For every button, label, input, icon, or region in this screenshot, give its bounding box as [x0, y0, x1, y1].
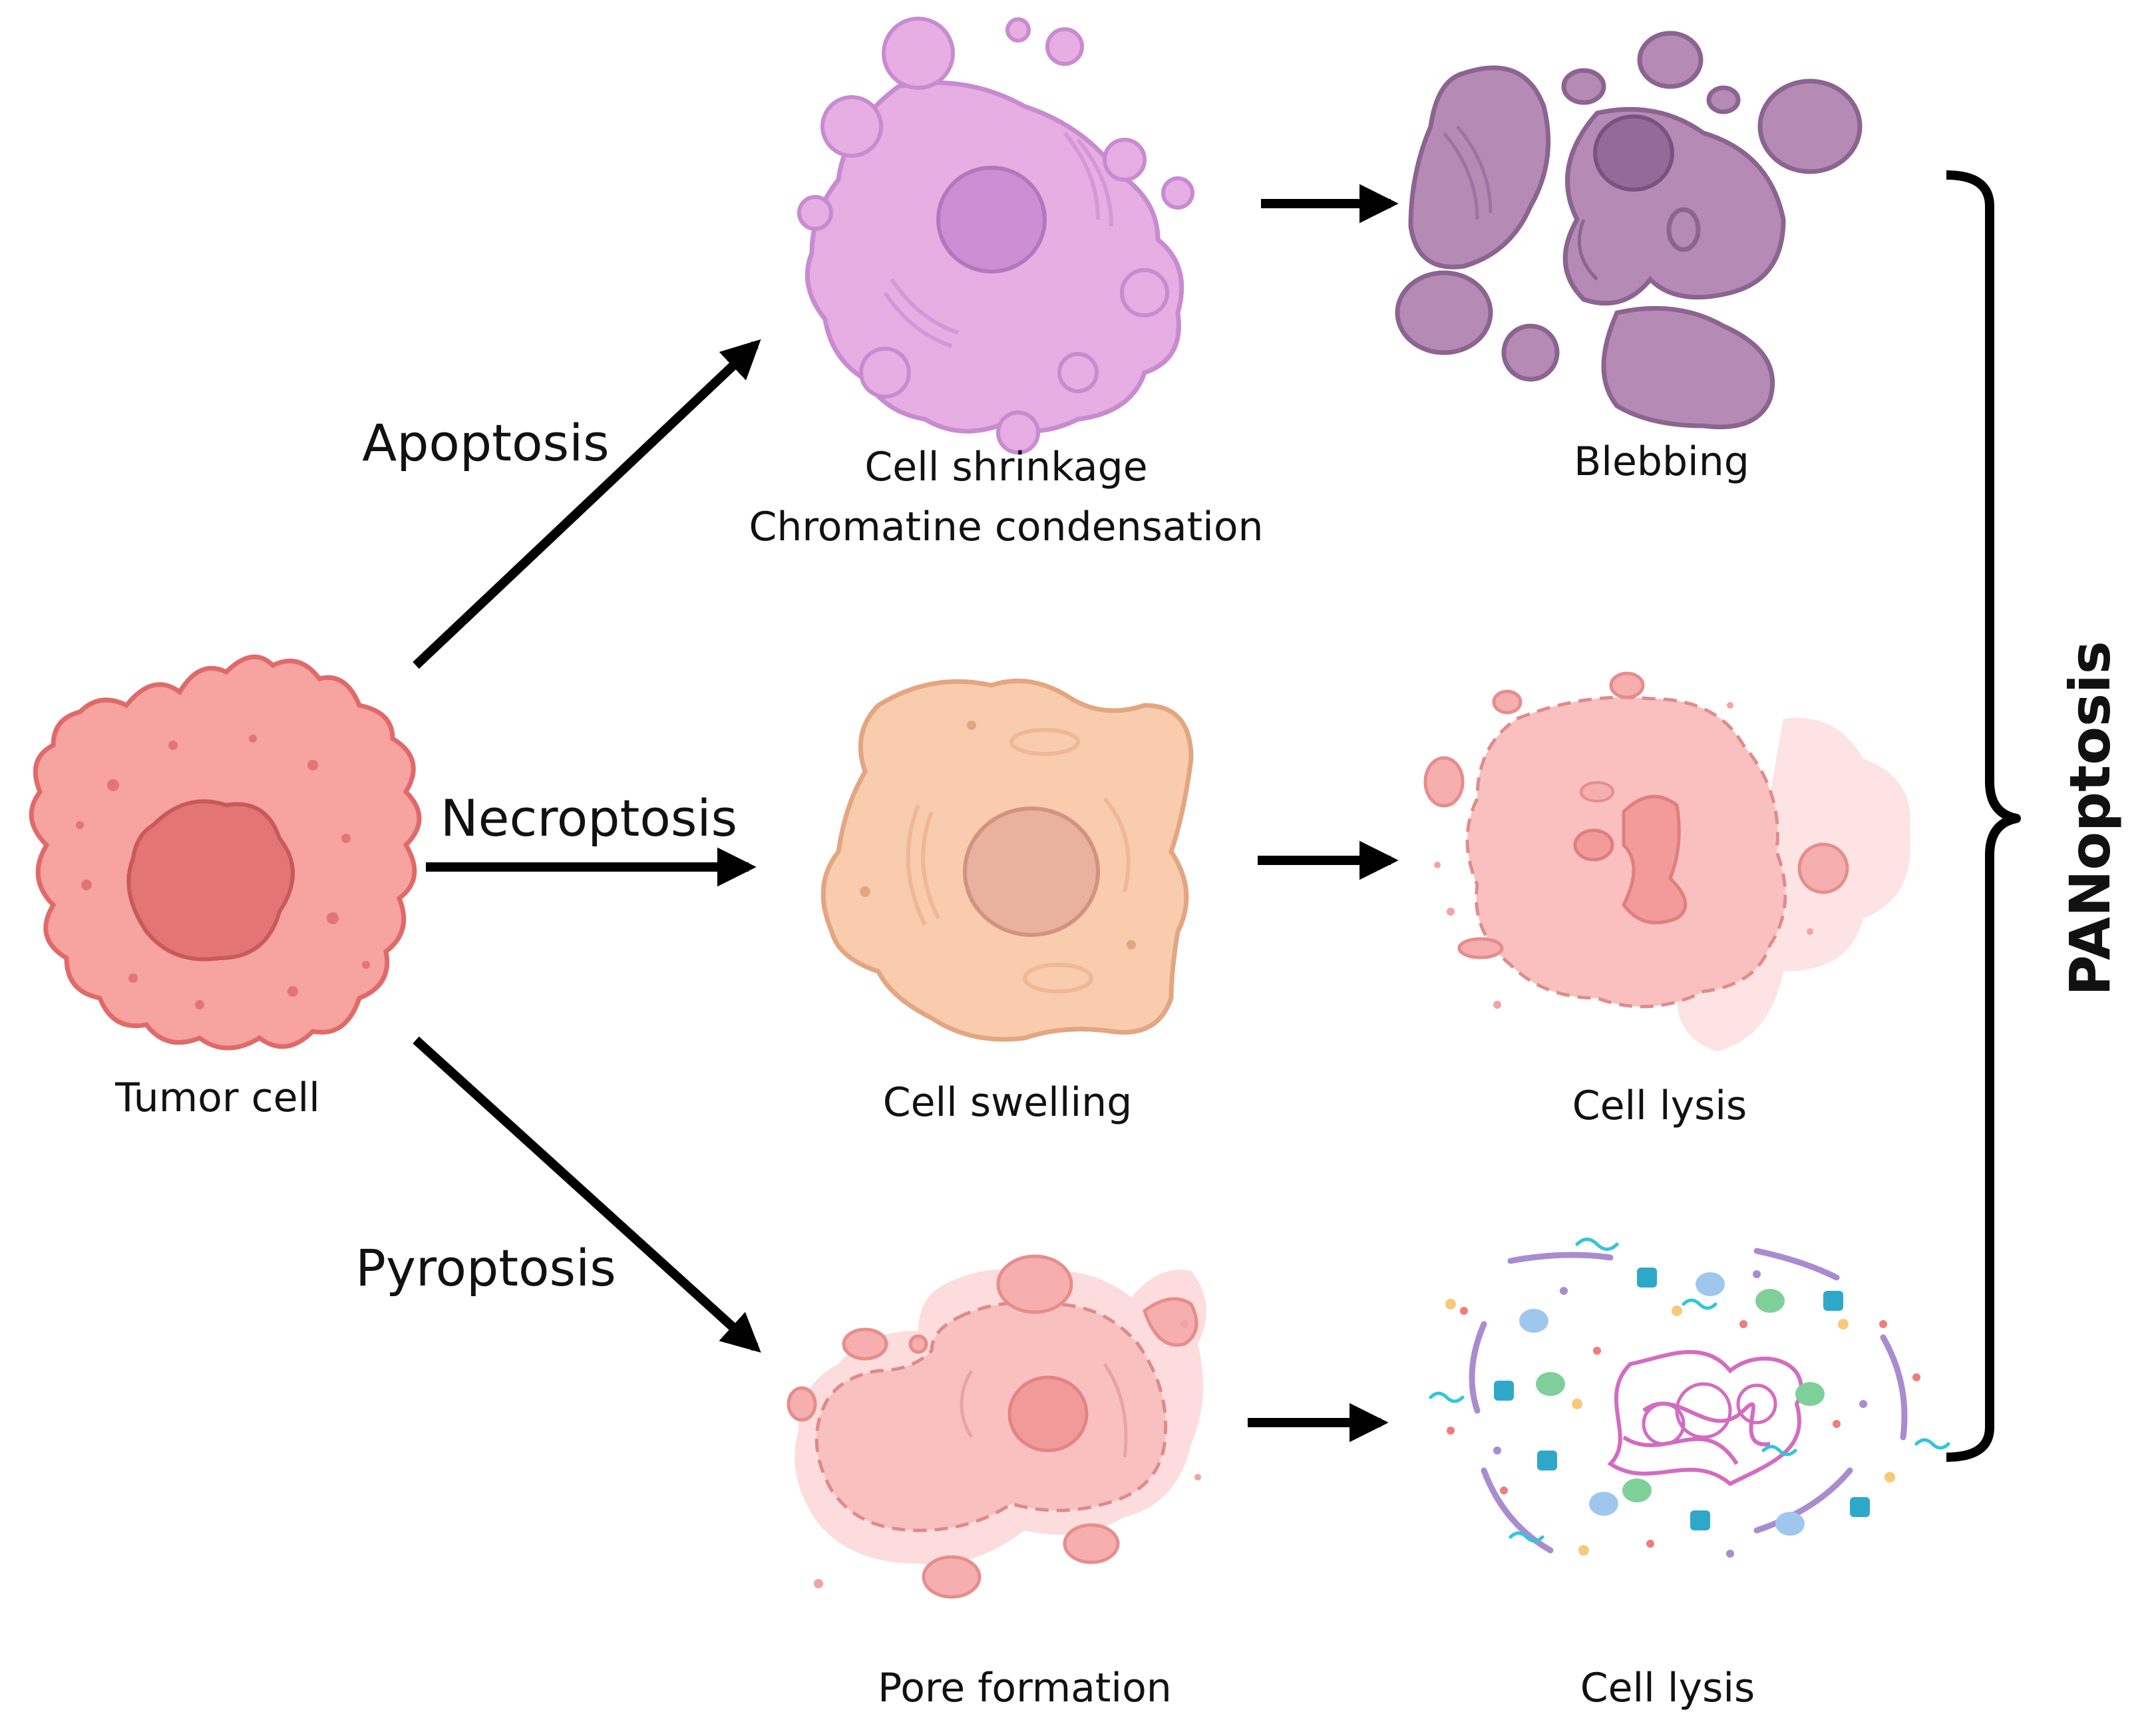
stage1-label-pyroptosis: Pore formation [878, 1665, 1172, 1711]
shrunken-cell-icon [797, 17, 1194, 454]
pore-cell-icon [787, 1254, 1206, 1599]
blebbing-cell-icon [1395, 31, 1863, 430]
stage1-label-apoptosis-line1: Cell shrinkage [864, 444, 1147, 490]
stage2-label-pyroptosis: Cell lysis [1580, 1665, 1755, 1711]
curly-brace-icon [1946, 170, 2021, 1462]
arrow-pyroptosis [413, 1036, 761, 1353]
lysed-cell-icon [1423, 671, 1911, 1051]
tumor-cell-label: Tumor cell [114, 1075, 320, 1121]
pathway-label-pyroptosis: Pyroptosis [355, 1238, 616, 1298]
stage1-label-necroptosis: Cell swelling [883, 1079, 1133, 1126]
pathway-label-apoptosis: Apoptosis [362, 413, 610, 472]
pathway-label-necroptosis: Necroptosis [441, 788, 737, 848]
pyroptotic-lysis-icon [1429, 1238, 1950, 1558]
stage2-label-apoptosis: Blebbing [1574, 438, 1749, 485]
group-label-panoptosis: PANoptosis [2058, 641, 2123, 996]
swollen-cell-icon [820, 678, 1194, 1042]
stage2-label-necroptosis: Cell lysis [1572, 1083, 1747, 1129]
tumor-cell-icon [29, 654, 422, 1051]
stage1-label-apoptosis-line2: Chromatine condensation [749, 504, 1263, 550]
arrow-apoptosis [413, 339, 761, 669]
